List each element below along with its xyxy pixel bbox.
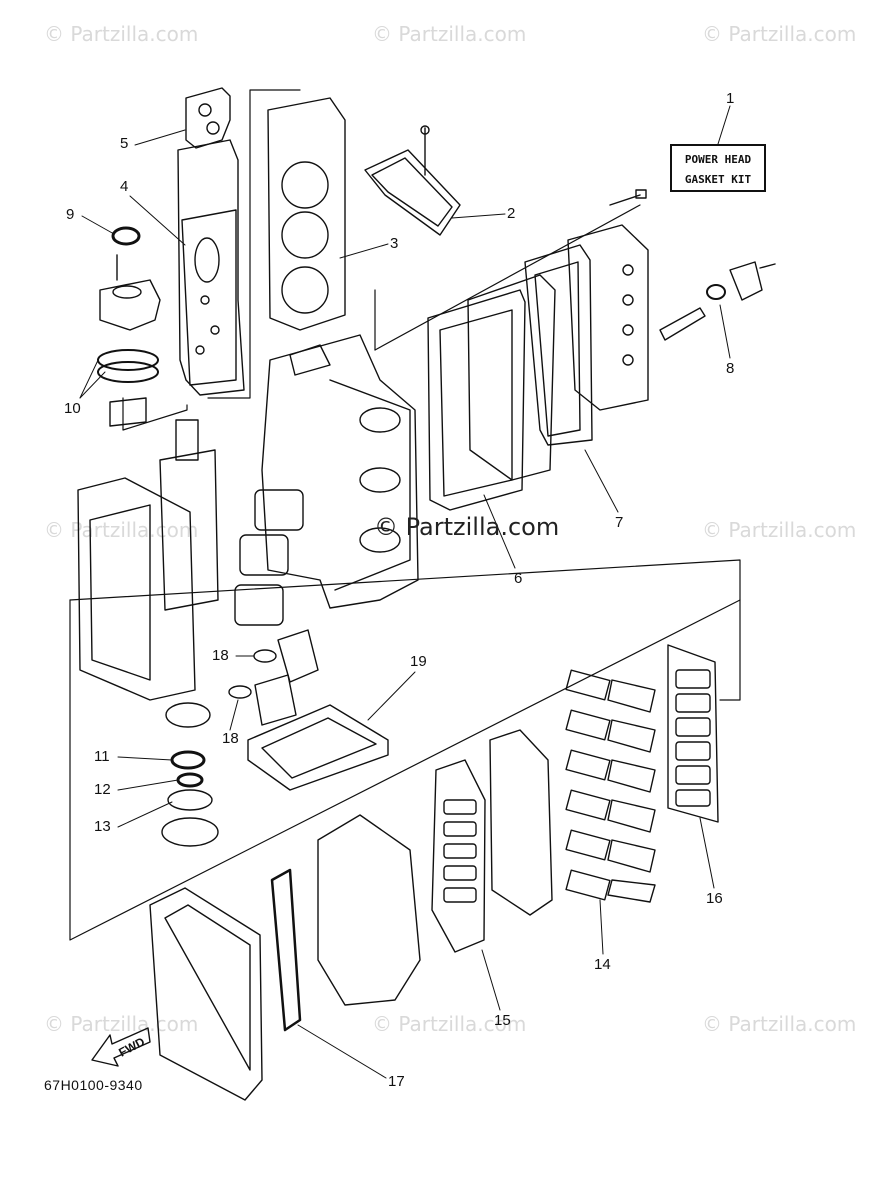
silencer-cover xyxy=(149,887,263,1101)
part-9-oil-seal xyxy=(99,226,161,331)
part-8-thermostat xyxy=(659,261,763,341)
leader-8 xyxy=(719,304,731,359)
kit-label-line2: GASKET KIT xyxy=(684,173,752,186)
leader-9 xyxy=(81,215,115,235)
part-10-rings xyxy=(97,349,159,427)
lower-box-frame xyxy=(69,599,741,941)
leader-3 xyxy=(339,243,389,259)
leader-4 xyxy=(129,195,186,246)
intake-manifold xyxy=(317,814,421,1006)
callout-14[interactable]: 14 xyxy=(594,956,611,973)
part-5-gasket xyxy=(185,87,231,149)
leader-16 xyxy=(699,817,715,889)
watermark-top-right: © Partzilla.com xyxy=(702,22,857,46)
watermark-mid-left: © Partzilla.com xyxy=(44,518,199,542)
callout-1[interactable]: 1 xyxy=(726,90,735,107)
lower-box-top xyxy=(69,559,741,701)
crankshaft-pistons xyxy=(159,419,304,626)
callout-4[interactable]: 4 xyxy=(120,178,129,195)
callout-19[interactable]: 19 xyxy=(410,653,427,670)
watermark-center: © Partzilla.com xyxy=(374,513,560,541)
leader-19 xyxy=(367,671,416,721)
callout-12[interactable]: 12 xyxy=(94,781,111,798)
callout-18-lower[interactable]: 18 xyxy=(222,730,239,747)
kit-label-line1: POWER HEAD xyxy=(684,153,752,166)
part-6-manifold-gasket xyxy=(427,289,526,511)
part-18-covers xyxy=(228,629,319,726)
leader-17 xyxy=(297,1024,387,1079)
callout-10[interactable]: 10 xyxy=(64,400,81,417)
leader-13 xyxy=(117,801,173,828)
bolts-top-right xyxy=(609,189,776,269)
leader-14 xyxy=(599,899,604,955)
callout-8[interactable]: 8 xyxy=(726,360,735,377)
watermark-bottom-right: © Partzilla.com xyxy=(702,1012,857,1036)
group-bracket-upper-left xyxy=(122,397,188,431)
leader-1 xyxy=(717,105,731,145)
callout-11[interactable]: 11 xyxy=(94,748,110,765)
parts-11-13-seals xyxy=(161,702,219,847)
callout-9[interactable]: 9 xyxy=(66,206,75,223)
callout-3[interactable]: 3 xyxy=(390,235,399,252)
callout-15[interactable]: 15 xyxy=(494,1012,511,1029)
part-19-gasket xyxy=(247,704,389,791)
watermark-bottom-center: © Partzilla.com xyxy=(372,1012,527,1036)
watermark-top-center: © Partzilla.com xyxy=(372,22,527,46)
callout-2[interactable]: 2 xyxy=(507,205,516,222)
group-line-manifold xyxy=(374,204,641,351)
part-16-reed-gasket xyxy=(667,644,719,823)
callout-17[interactable]: 17 xyxy=(388,1073,405,1090)
watermark-mid-right: © Partzilla.com xyxy=(702,518,857,542)
fwd-arrow xyxy=(91,1027,151,1067)
callout-13[interactable]: 13 xyxy=(94,818,111,835)
part-2-cover-gasket xyxy=(364,125,461,236)
leader-18b xyxy=(229,699,239,731)
part-17-seal-ring xyxy=(270,868,302,1032)
leader-5 xyxy=(134,129,186,146)
engine-block xyxy=(261,334,419,609)
leader-11 xyxy=(117,756,173,761)
callout-18-upper[interactable]: 18 xyxy=(212,647,229,664)
callout-5[interactable]: 5 xyxy=(120,135,129,152)
leader-7 xyxy=(584,449,619,513)
group-bracket-top xyxy=(207,89,301,399)
watermark-bottom-left: © Partzilla.com xyxy=(44,1012,199,1036)
part-7-outer-gasket xyxy=(524,244,593,446)
callout-6[interactable]: 6 xyxy=(514,570,523,587)
callout-7[interactable]: 7 xyxy=(615,514,624,531)
part-15-gasket xyxy=(431,759,486,953)
callout-16[interactable]: 16 xyxy=(706,890,723,907)
part-14-reed-valves xyxy=(565,669,656,903)
crankcase-left xyxy=(77,477,196,701)
watermark-top-left: © Partzilla.com xyxy=(44,22,199,46)
reed-plate xyxy=(489,729,553,916)
leader-10a xyxy=(79,371,106,399)
leader-2 xyxy=(451,213,506,219)
part-4-exhaust-plate xyxy=(177,139,245,396)
leader-6 xyxy=(483,494,516,569)
exhaust-manifold-plate xyxy=(467,274,556,481)
power-head-gasket-kit-label: POWER HEAD GASKET KIT xyxy=(670,144,766,192)
figure-code: 67H0100-9340 xyxy=(44,1077,143,1093)
exhaust-outer-cover xyxy=(567,224,649,411)
leader-10b xyxy=(79,355,101,399)
leader-15 xyxy=(481,949,501,1011)
leader-12 xyxy=(117,779,179,791)
part-3-head-gasket xyxy=(267,97,346,331)
